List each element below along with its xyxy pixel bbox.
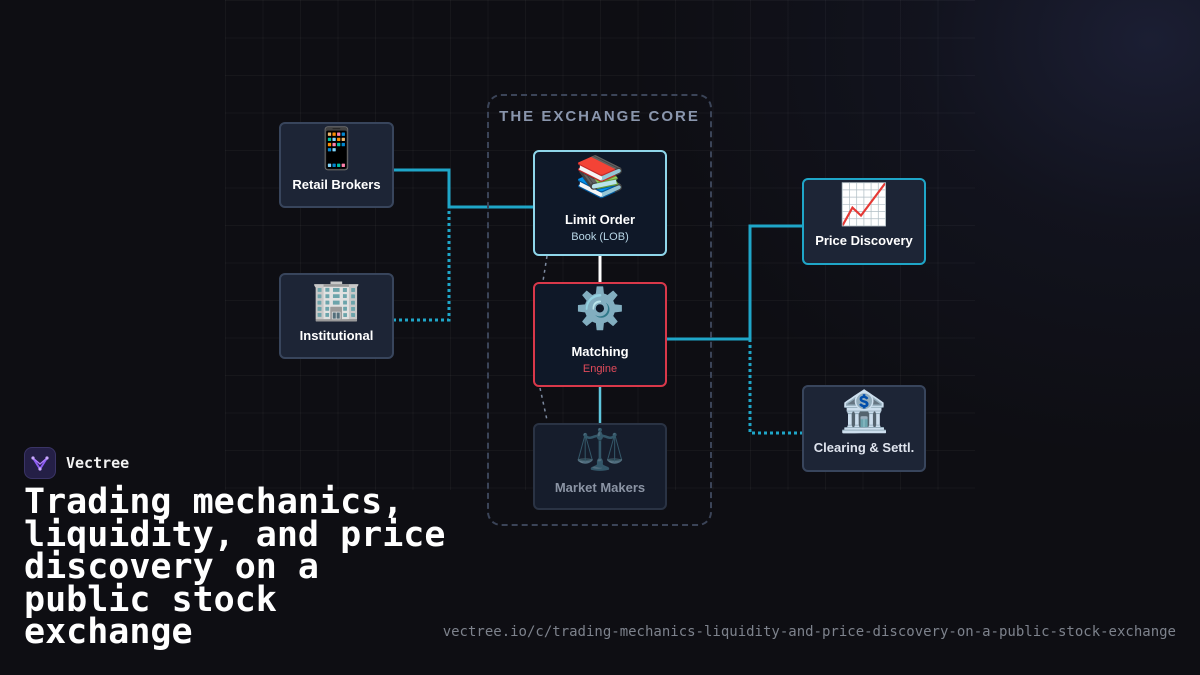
vectree-logo-icon	[24, 447, 56, 479]
node-limit-order-book[interactable]: 📚 Limit Order Book (LOB)	[533, 150, 667, 256]
page-title: Trading mechanics, liquidity, and price …	[24, 482, 446, 652]
node-retail-brokers-title: Retail Brokers	[292, 177, 381, 192]
node-retail-brokers[interactable]: 📱 Retail Brokers	[279, 122, 394, 208]
node-market-makers-title: Market Makers	[554, 480, 646, 495]
connector-institutional-to-lob	[393, 205, 534, 322]
node-engine-title: Matching	[571, 344, 629, 359]
node-price-discovery-title: Price Discovery	[815, 233, 913, 248]
node-institutional[interactable]: 🏢 Institutional	[279, 273, 394, 359]
bank-icon: 🏦	[839, 390, 889, 434]
node-clearing-settlement[interactable]: 🏦 Clearing & Settl.	[802, 385, 926, 472]
brand[interactable]: Vectree	[24, 447, 129, 479]
mobile-phone-icon: 📱	[311, 127, 362, 171]
node-price-discovery[interactable]: 📈 Price Discovery	[802, 178, 926, 265]
exchange-core-group: THE EXCHANGE CORE	[487, 94, 712, 526]
connector-engine-to-clearing	[666, 337, 803, 435]
node-institutional-title: Institutional	[299, 328, 374, 343]
node-lob-title: Limit Order	[564, 212, 636, 227]
node-engine-subtitle: Engine	[582, 363, 618, 375]
gear-icon: ⚙️	[575, 287, 625, 331]
brand-name: Vectree	[66, 454, 130, 472]
books-icon: 📚	[575, 155, 625, 199]
node-lob-subtitle: Book (LOB)	[571, 231, 629, 243]
node-matching-engine[interactable]: ⚙️ Matching Engine	[533, 282, 667, 387]
balance-scale-icon: ⚖️	[575, 428, 625, 472]
page-url[interactable]: vectree.io/c/trading-mechanics-liquidity…	[442, 624, 1176, 640]
node-clearing-title: Clearing & Settl.	[813, 440, 915, 455]
office-building-icon: 🏢	[311, 278, 362, 322]
exchange-core-title: THE EXCHANGE CORE	[499, 108, 700, 125]
chart-increasing-icon: 📈	[839, 183, 889, 227]
node-market-makers[interactable]: ⚖️ Market Makers	[533, 423, 667, 510]
